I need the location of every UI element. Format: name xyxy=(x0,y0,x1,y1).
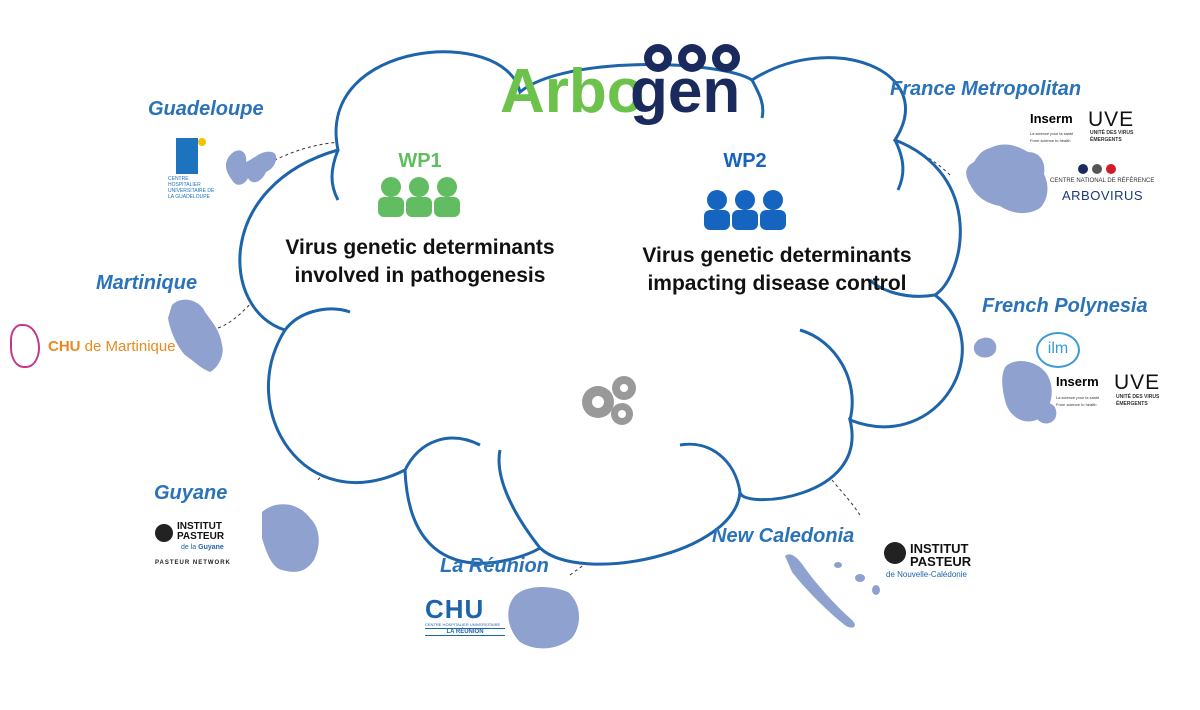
pasteur-network-label: PASTEUR NETWORK xyxy=(155,560,231,566)
uve-label: UVE xyxy=(1088,108,1135,131)
new-caledonia-map xyxy=(785,554,855,628)
reunion-map xyxy=(508,587,580,649)
region-guyane: Guyane xyxy=(154,482,228,504)
wp1-line2: involved in pathogenesis xyxy=(294,264,546,287)
cnr-label: CENTRE NATIONAL DE RÉFÉRENCE xyxy=(1050,178,1155,184)
chu-reunion-name: LA RÉUNION xyxy=(425,628,505,636)
pasteur-icon xyxy=(884,542,906,564)
guyane-map xyxy=(262,504,319,572)
chu-martinique-logo: CHU de Martinique xyxy=(10,322,176,372)
chu-reunion-logo: CHU CENTRE HOSPITALIER UNIVERSITAIRE LA … xyxy=(425,596,505,640)
virus-icon xyxy=(1078,164,1088,174)
new-caledonia-islet-3 xyxy=(872,585,880,595)
polynesia-map-1 xyxy=(973,337,997,358)
polynesia-map-3 xyxy=(1035,402,1057,424)
chu-guadeloupe-text: CENTRE HOSPITALIER UNIVERSITAIRE DE LA G… xyxy=(168,176,215,200)
pasteur-guyane-name: INSTITUT PASTEUR xyxy=(177,521,225,542)
cloud-shape xyxy=(238,50,964,566)
martinique-map xyxy=(168,299,223,372)
new-caledonia-islet-2 xyxy=(855,574,865,582)
guadeloupe-map xyxy=(225,150,277,185)
wp2-line2: impacting disease control xyxy=(647,272,907,295)
region-reunion: La Réunion xyxy=(440,555,549,577)
ilm-logo: ilm xyxy=(1036,332,1080,368)
pasteur-guyane-sub: de la Guyane xyxy=(181,544,224,551)
wp2-title: WP2 xyxy=(723,150,767,172)
virus-icon xyxy=(1106,164,1116,174)
virus-icons xyxy=(644,44,740,72)
region-french-polynesia: French Polynesia xyxy=(982,295,1148,317)
chu-guadeloupe-mark xyxy=(176,138,198,174)
pasteur-nc-name: INSTITUT PASTEUR xyxy=(910,541,972,569)
sun-icon xyxy=(198,138,206,146)
pasteur-guyane-logo: INSTITUT PASTEUR de la Guyane PASTEUR NE… xyxy=(155,520,235,570)
logo-text-arbo: Arbo xyxy=(500,57,645,126)
pasteur-nc-sub: de Nouvelle-Calédonie xyxy=(886,570,967,579)
wp2-description: Virus genetic determinants impacting dis… xyxy=(612,242,942,298)
chu-guadeloupe-logo: CENTRE HOSPITALIER UNIVERSITAIRE DE LA G… xyxy=(168,138,216,214)
pasteur-icon xyxy=(155,524,173,542)
wp2-people-icon xyxy=(704,190,786,230)
gears-icon xyxy=(582,376,636,425)
wp1-people-icon xyxy=(378,177,460,217)
wp2-line1: Virus genetic determinants xyxy=(642,244,912,267)
france-map xyxy=(966,144,1048,214)
pasteur-nc-logo: INSTITUT PASTEUR de Nouvelle-Calédonie xyxy=(884,540,984,582)
region-france-metropolitan: France Metropolitan xyxy=(890,78,1082,100)
inserm-label: Inserm xyxy=(1056,374,1099,389)
chu-martinique-text: CHU de Martinique xyxy=(48,338,176,355)
inserm-label: Inserm xyxy=(1030,111,1073,126)
chu-reunion-sub: CENTRE HOSPITALIER UNIVERSITAIRE xyxy=(425,622,501,627)
chu-martinique-mark xyxy=(10,324,40,368)
virus-icon xyxy=(1092,164,1102,174)
arbovirus-label: ARBOVIRUS xyxy=(1062,188,1144,203)
wp1-description: Virus genetic determinants involved in p… xyxy=(260,234,580,290)
region-martinique: Martinique xyxy=(96,272,198,294)
arbogen-logo: Arbo gen xyxy=(500,44,740,126)
cnr-arbovirus-logo: CENTRE NATIONAL DE RÉFÉRENCE ARBOVIRUS xyxy=(1050,164,1160,204)
region-guadeloupe: Guadeloupe xyxy=(148,98,264,120)
new-caledonia-islet-1 xyxy=(834,562,842,568)
wp1-title: WP1 xyxy=(398,150,442,172)
uve-label: UVE xyxy=(1114,371,1161,394)
wp1-line1: Virus genetic determinants xyxy=(285,236,555,259)
chu-reunion-mark: CHU xyxy=(425,594,485,624)
region-new-caledonia: New Caledonia xyxy=(712,525,855,547)
